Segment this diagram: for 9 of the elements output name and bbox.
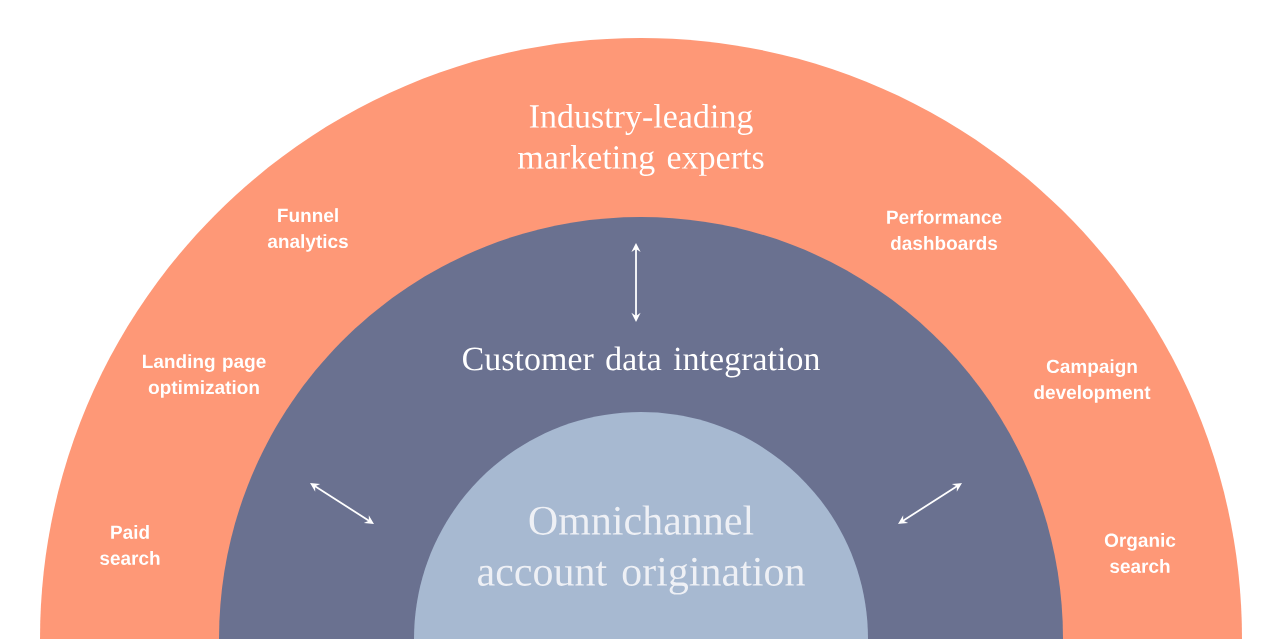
band-label: Organic search [1104,533,1176,573]
band-title: Omnichannel account origination [478,505,805,595]
band-title: Industry-leading marketing experts [518,104,764,176]
band-label: Paid search [100,525,160,565]
band-label: Performance dashboards [887,210,1002,250]
band-label: Landing page optimization [143,354,266,398]
band-label: Campaign development [1034,359,1151,403]
band-label: Funnel analytics [267,208,348,252]
band-title: Customer data integration [463,346,820,378]
